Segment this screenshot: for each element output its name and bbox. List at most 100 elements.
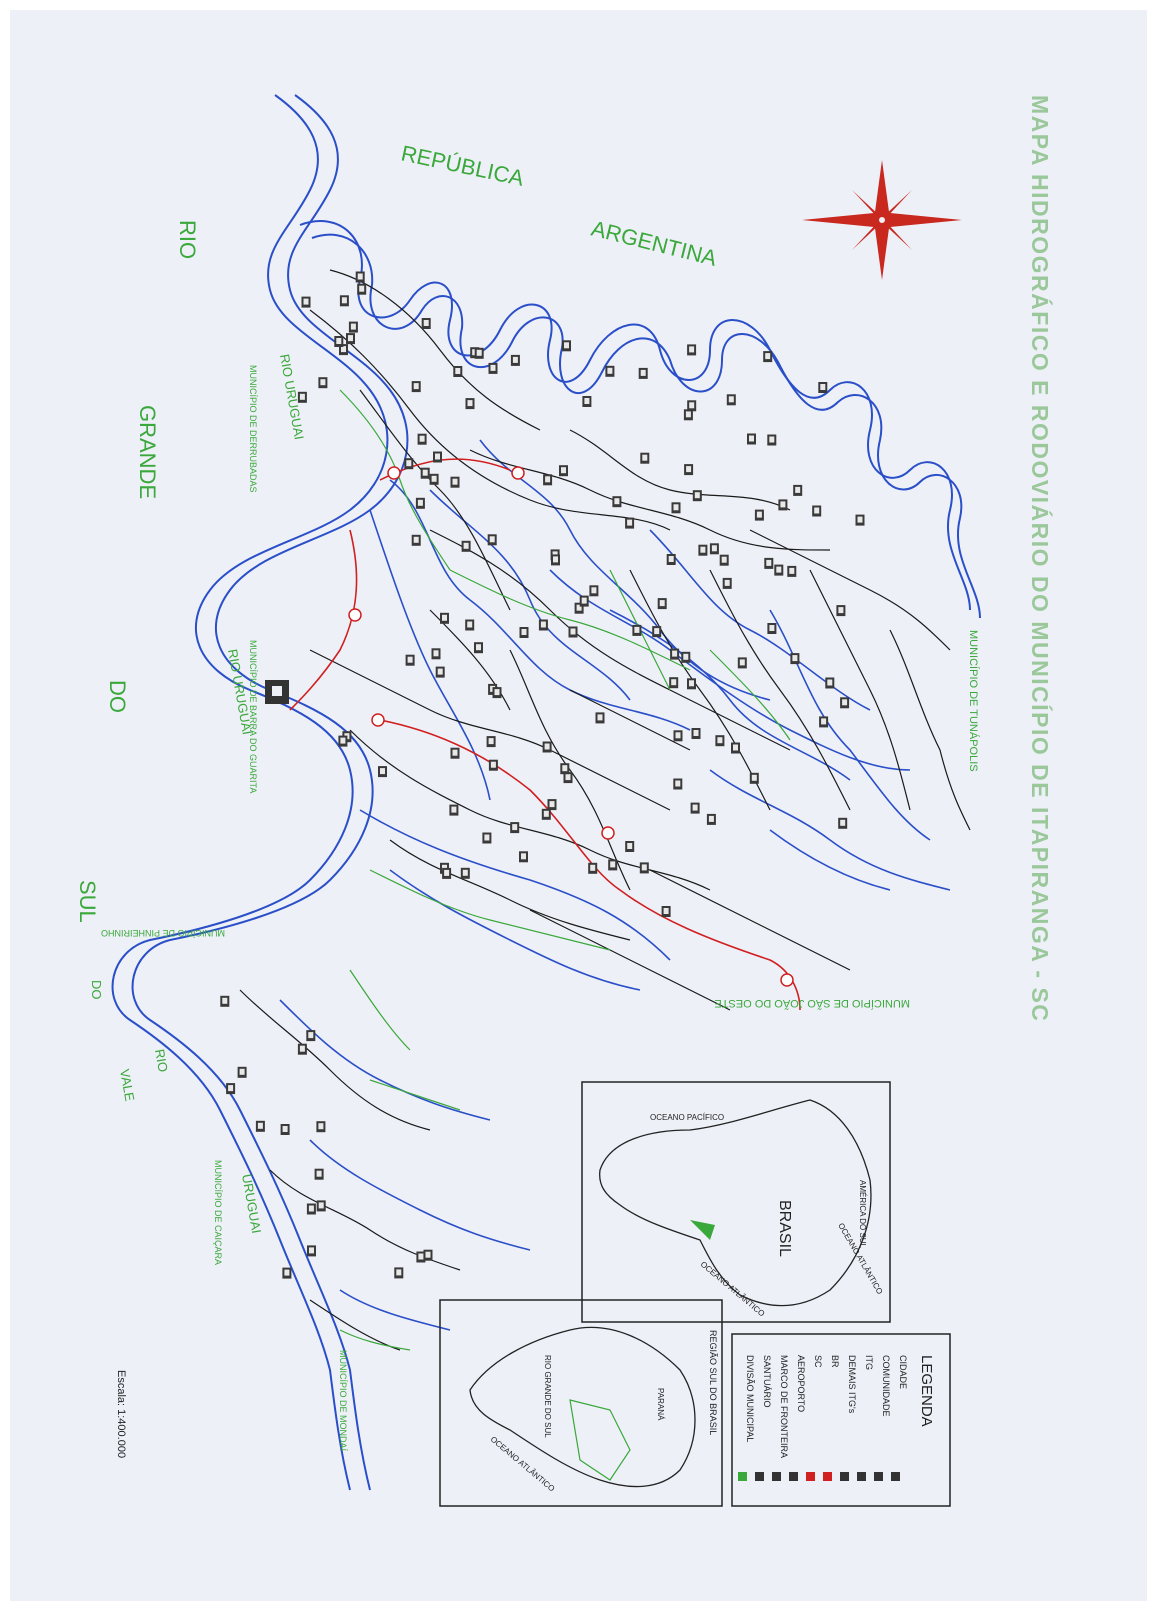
community-marker-core <box>663 908 669 914</box>
community-marker-core <box>413 536 419 543</box>
community-marker-core <box>610 861 616 868</box>
community-marker-core <box>336 338 342 344</box>
community-marker-core <box>318 1123 324 1130</box>
community-marker-core <box>792 655 798 662</box>
argentina-border-river <box>299 220 981 619</box>
community-marker-core <box>576 604 582 611</box>
municipal-divisions <box>339 389 791 1351</box>
community-marker-core <box>299 1045 305 1052</box>
legend-item-symbol <box>772 1472 781 1481</box>
community-marker-core <box>721 556 727 563</box>
community-marker-core <box>711 545 717 552</box>
community-marker-core <box>316 1170 322 1177</box>
label-regiao-sul: REGIÃO SUL DO BRASIL <box>708 1330 718 1435</box>
legend-item-label: COMUNIDADE <box>881 1355 891 1417</box>
community-marker-core <box>512 356 518 363</box>
map-title: MAPA HIDROGRÁFICO E RODOVIÁRIO DO MUNICÍ… <box>1027 95 1054 1022</box>
community-marker-core <box>689 680 694 687</box>
community-marker-core <box>222 997 228 1004</box>
community-marker-core <box>423 320 429 326</box>
community-marker-core <box>562 765 568 772</box>
legend-item-label: SC <box>813 1355 823 1368</box>
label-brasil: BRASIL <box>776 1200 793 1257</box>
label-republica: REPÚBLICA <box>399 140 526 190</box>
community-marker-core <box>694 492 700 499</box>
community-marker-core <box>422 469 428 476</box>
label-uruguai-3: URUGUAI <box>239 1173 264 1235</box>
community-marker-core <box>838 607 844 614</box>
community-marker-core <box>476 349 482 356</box>
inset-america-do-sul: BRASIL OCEANO PACÍFICO OCEANO ATLÂNTICO … <box>581 1081 891 1323</box>
community-marker-core <box>490 761 496 768</box>
legend-heading: LEGENDA <box>918 1355 935 1427</box>
label-rio-rs: RIO <box>175 220 200 259</box>
community-marker-core <box>418 1253 424 1260</box>
community-marker-core <box>303 298 309 305</box>
community-marker-core <box>419 435 425 442</box>
legend-item-symbol <box>891 1472 900 1481</box>
road-network <box>239 269 971 1351</box>
legend-item-label: BR <box>830 1355 840 1368</box>
community-marker-core <box>341 297 347 304</box>
community-marker-core <box>413 383 419 390</box>
legend-item-label: DIVISÃO MUNICIPAL <box>745 1355 755 1442</box>
community-marker-core <box>795 486 801 493</box>
community-marker-core <box>689 402 695 409</box>
community-marker-core <box>766 559 772 566</box>
legend-item-label: MARCO DE FRONTEIRA <box>779 1355 789 1458</box>
community-marker-core <box>641 864 647 871</box>
community-marker-core <box>780 501 786 508</box>
community-marker-core <box>668 556 674 562</box>
map-labels: REPÚBLICA ARGENTINA RIO GRANDE DO SUL RI… <box>75 140 980 1451</box>
community-marker-core <box>708 815 714 822</box>
community-marker-core <box>733 744 738 751</box>
community-marker-core <box>431 475 437 482</box>
community-marker-core <box>584 398 590 404</box>
community-marker-core <box>417 499 423 506</box>
label-oceano-atlantico-3: OCEANO ATLÂNTICO <box>489 1435 557 1494</box>
label-mun-barra: MUNICÍPIO DE BARRA DO GUARITA <box>248 640 258 793</box>
community-marker-core <box>455 368 461 374</box>
community-marker-core <box>675 780 681 787</box>
community-marker-core <box>671 679 677 686</box>
legend-item-symbol <box>806 1472 815 1481</box>
map-sheet: REPÚBLICA ARGENTINA RIO GRANDE DO SUL RI… <box>10 10 1147 1601</box>
legend-item-symbol <box>755 1472 764 1481</box>
community-marker-core <box>765 353 771 360</box>
community-marker-core <box>484 834 490 841</box>
label-oceano-atlantico-2: OCEANO ATLÂNTICO <box>699 1260 767 1319</box>
community-marker-core <box>476 644 481 651</box>
community-marker-core <box>634 626 640 633</box>
label-argentina: ARGENTINA <box>589 216 720 271</box>
legend-item-symbol <box>738 1472 747 1481</box>
legend-item-symbol <box>874 1472 883 1481</box>
label-do-vale-3: VALE <box>117 1068 137 1103</box>
community-marker-core <box>728 396 734 403</box>
community-marker-core <box>540 621 546 628</box>
community-marker-core <box>308 1205 314 1212</box>
community-marker-core <box>751 774 757 781</box>
community-markers <box>220 271 865 1279</box>
community-marker-core <box>380 768 385 775</box>
community-marker-core <box>627 843 633 849</box>
community-marker-core <box>318 1202 324 1209</box>
community-marker-core <box>340 737 346 744</box>
community-marker-core <box>451 806 457 813</box>
community-marker-core <box>581 597 587 604</box>
community-marker-core <box>350 323 356 330</box>
compass-rose-icon <box>802 160 962 280</box>
community-marker-core <box>442 614 447 621</box>
community-marker-core <box>769 625 775 631</box>
community-marker-core <box>724 579 730 586</box>
interior-rivers <box>279 439 951 1331</box>
community-marker-core <box>842 699 848 706</box>
community-marker-core <box>462 869 468 876</box>
legend-item-label: SANTUÁRIO <box>762 1355 772 1408</box>
legend-item-label: DEMAIS ITG's <box>847 1355 857 1414</box>
community-marker-core <box>257 1122 263 1129</box>
community-marker-core <box>545 476 551 483</box>
community-marker-core <box>488 738 494 745</box>
community-marker-core <box>442 864 447 871</box>
